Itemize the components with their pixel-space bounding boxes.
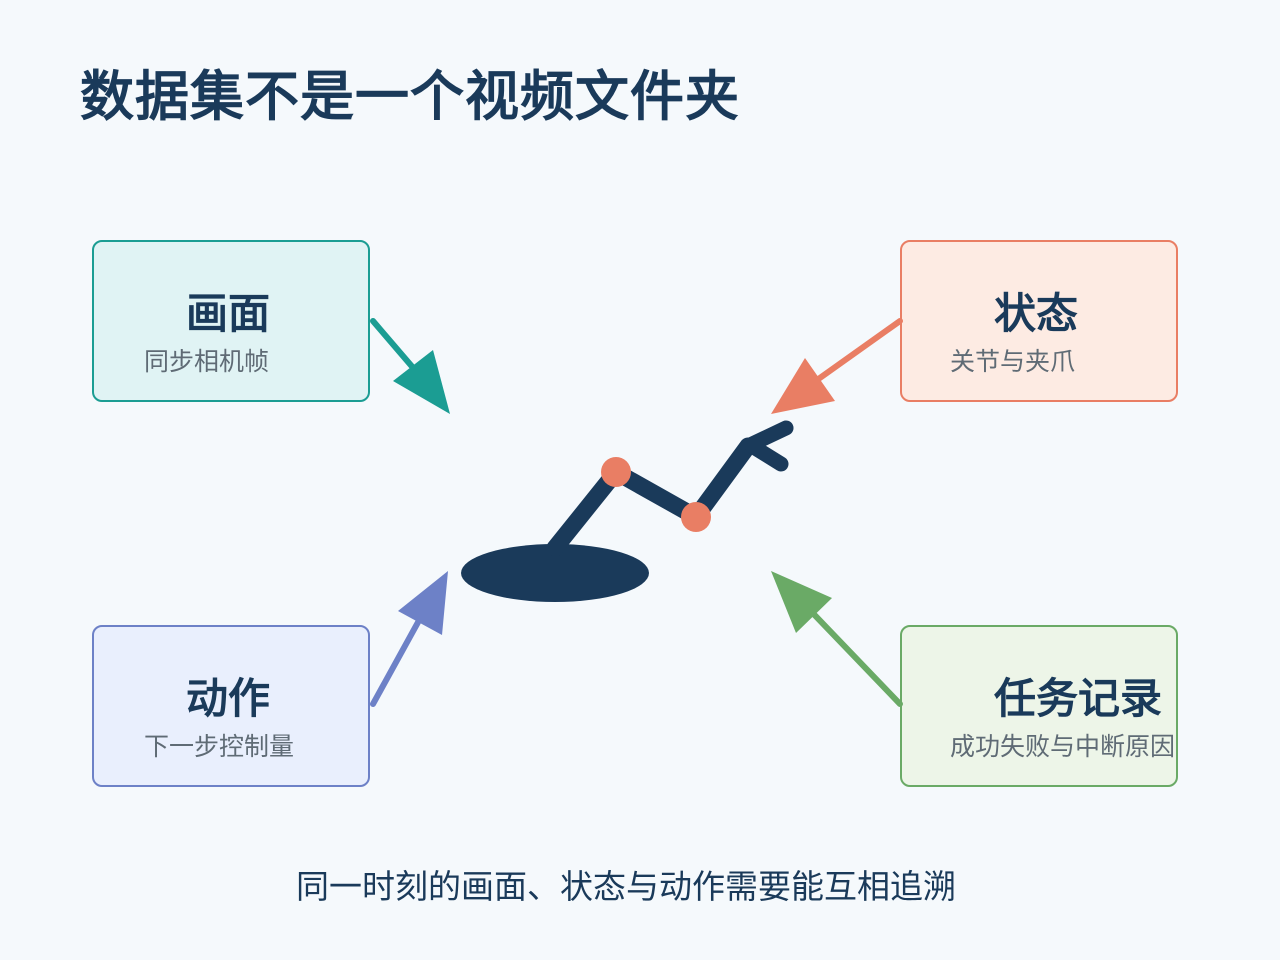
- action-card-subtitle: 下一步控制量: [144, 732, 295, 761]
- robot-arm-icon: [461, 420, 794, 602]
- frames-card-title: 画面: [186, 289, 271, 338]
- state-card-subtitle: 关节与夹爪: [950, 347, 1076, 376]
- robot-links: [546, 437, 757, 557]
- log-card-title: 任务记录: [994, 674, 1163, 723]
- caption: 同一时刻的画面、状态与动作需要能互相追溯: [296, 867, 956, 906]
- frames-card-subtitle: 同步相机帧: [144, 347, 270, 376]
- state-arrow: [771, 318, 903, 414]
- robot-base: [461, 544, 649, 602]
- state-card-title: 状态: [994, 289, 1079, 338]
- log-card-subtitle: 成功失败与中断原因: [950, 732, 1176, 761]
- gripper-lower: [744, 438, 789, 472]
- frames-card: 画面 同步相机帧: [92, 240, 370, 402]
- joint-2: [681, 502, 711, 532]
- log-arrow: [771, 571, 903, 707]
- page-title: 数据集不是一个视频文件夹: [80, 65, 740, 128]
- action-card: 动作 下一步控制量: [92, 625, 370, 787]
- action-arrow: [370, 571, 448, 707]
- action-card-title: 动作: [186, 674, 271, 723]
- joint-1: [601, 457, 631, 487]
- log-card: 任务记录 成功失败与中断原因: [900, 625, 1178, 787]
- frames-arrow: [370, 318, 450, 414]
